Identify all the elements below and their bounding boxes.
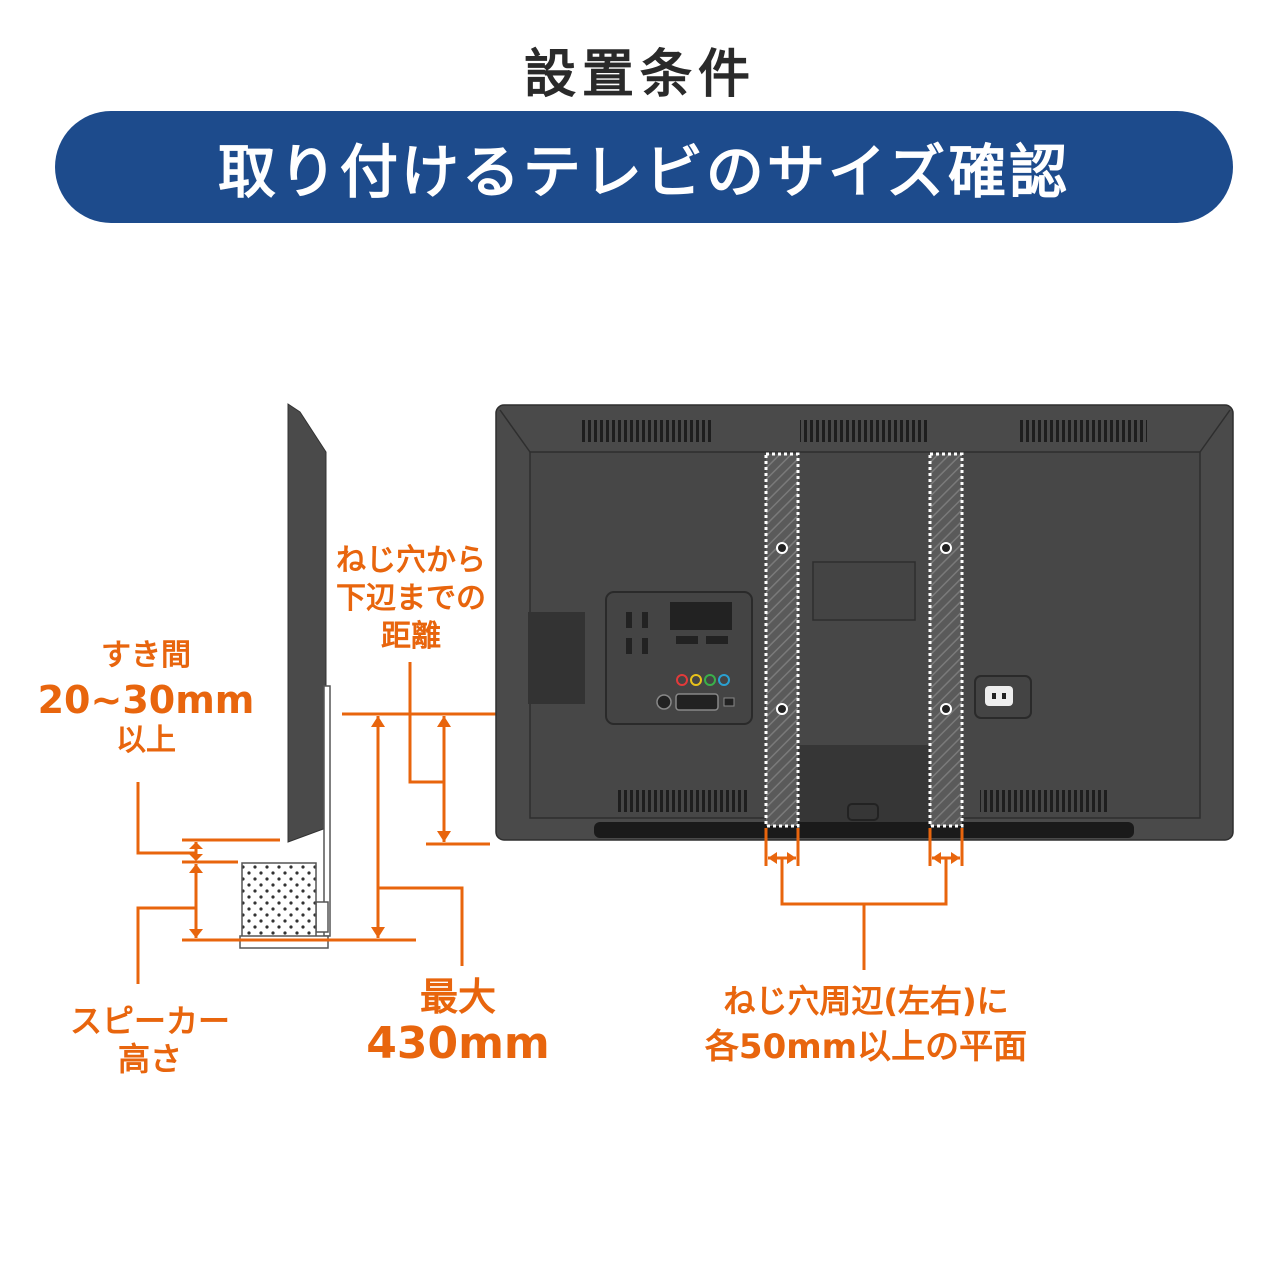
screw-hole-top-right <box>940 542 952 554</box>
screw-hole-bottom-left <box>776 703 788 715</box>
title-banner: 取り付けるテレビのサイズ確認 <box>55 111 1233 223</box>
label-flat-area-2: 各50mm以上の平面 <box>705 1027 1027 1067</box>
rear-arrowheads <box>768 852 960 864</box>
label-screw-distance-2: 下辺までの <box>336 581 486 616</box>
vent-top-right <box>1017 420 1147 442</box>
vent-top-left <box>582 420 712 442</box>
label-screw-distance-1: ねじ穴から <box>336 543 486 578</box>
label-gap-1: すき間 <box>101 638 191 673</box>
side-port-block <box>528 612 585 704</box>
flat-zone-left <box>764 452 800 828</box>
label-max-1: 最大 <box>420 975 496 1019</box>
tv-side-panel <box>287 403 327 843</box>
label-plate <box>812 561 916 621</box>
screw-hole-top-left <box>776 542 788 554</box>
side-arrowheads <box>189 716 451 938</box>
bracket-plate <box>323 685 331 937</box>
vent-bottom-left <box>618 790 748 812</box>
label-speaker-height-1: スピーカー <box>70 1002 230 1040</box>
screw-hole-bottom-right <box>940 703 952 715</box>
flat-zone-right <box>928 452 964 828</box>
rear-dimensions <box>764 828 964 970</box>
bracket-hook <box>315 901 329 933</box>
label-gap-3: 以上 <box>116 723 176 758</box>
label-speaker-height-2: 高さ <box>118 1040 182 1078</box>
vent-top-center <box>800 420 930 442</box>
label-screw-distance-3: 距離 <box>381 619 441 654</box>
tv-rear-view <box>495 404 1234 841</box>
label-gap-2: 20~30mm <box>38 678 255 722</box>
speaker-base <box>239 935 329 949</box>
speaker-box <box>241 862 317 938</box>
speaker-side-view <box>239 862 329 949</box>
banner-text: 取り付けるテレビのサイズ確認 <box>217 138 1071 206</box>
tv-side-view <box>287 403 331 937</box>
bottom-bar <box>594 822 1134 838</box>
vent-bottom-right <box>980 790 1110 812</box>
label-max-2: 430mm <box>366 1018 550 1069</box>
page-title: 設置条件 <box>523 45 756 105</box>
label-flat-area-1: ねじ穴周辺(左右)に <box>723 982 1008 1020</box>
